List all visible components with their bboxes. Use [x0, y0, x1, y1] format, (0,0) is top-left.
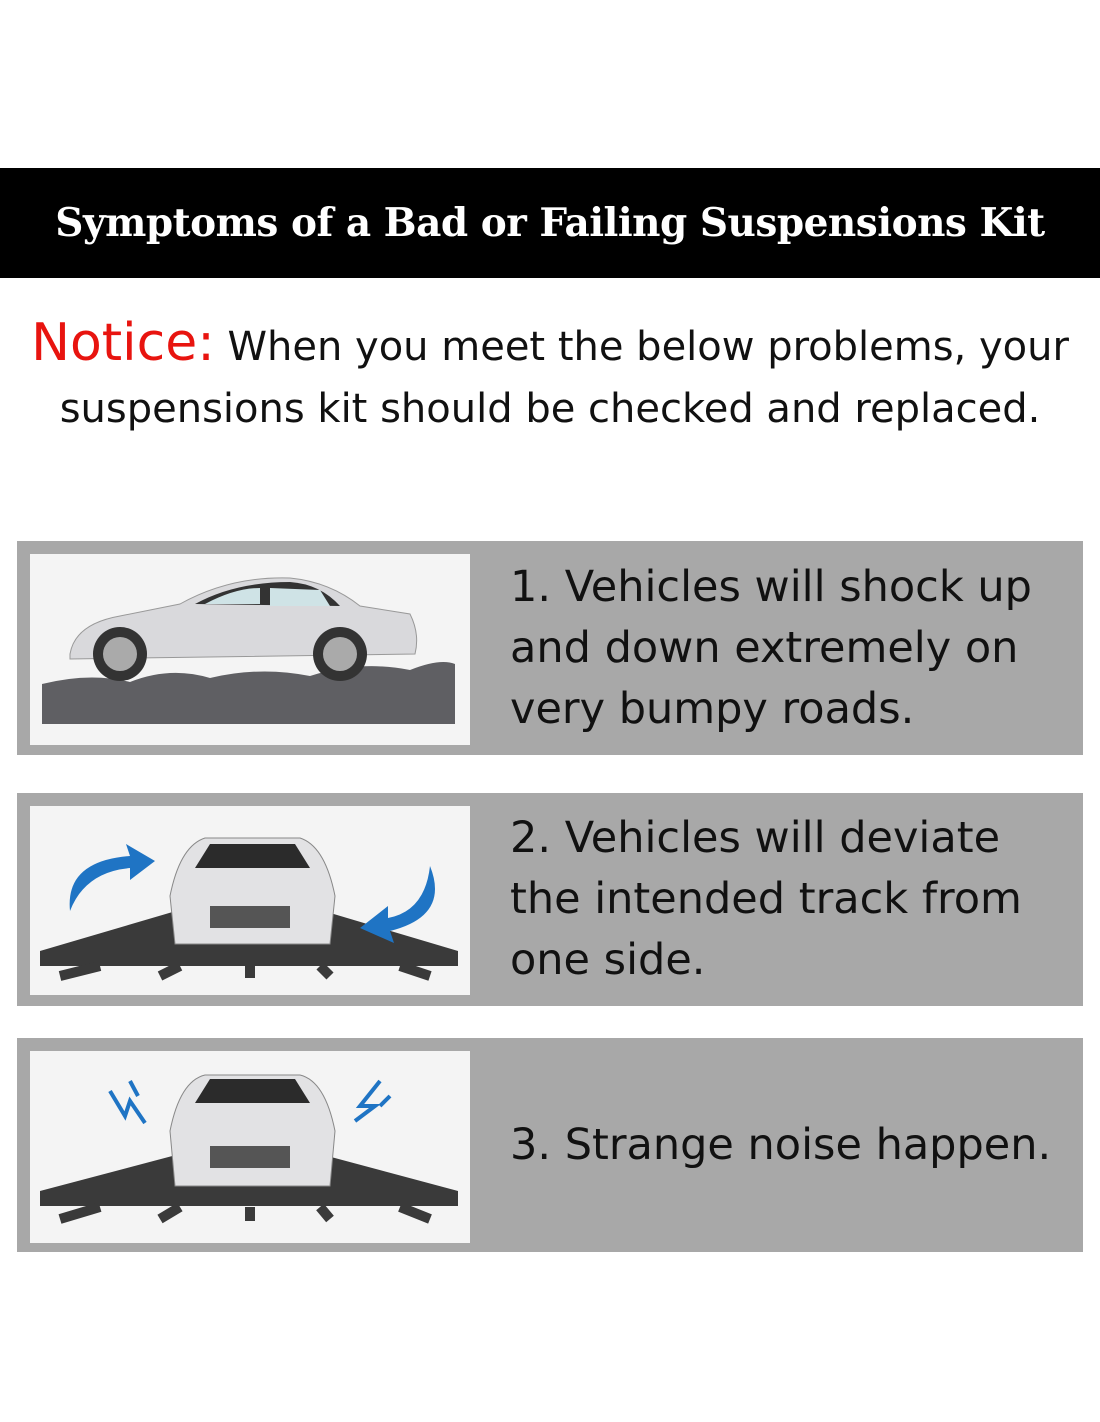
symptom-text-2: 2. Vehicles will deviate the intended tr… [510, 813, 1022, 985]
header-title: Symptoms of a Bad or Failing Suspensions… [55, 200, 1045, 246]
symptom-panel-2: 2. Vehicles will deviate the intended tr… [17, 793, 1083, 1006]
lightning-left-icon [108, 1080, 147, 1125]
arrow-right-icon [360, 866, 435, 943]
car-side-icon [42, 577, 455, 724]
car-deviate-image [30, 806, 470, 995]
symptom-panel-1: 1. Vehicles will shock up and down extre… [17, 541, 1083, 755]
car-deviate-icon [40, 837, 458, 981]
lightning-right-icon [353, 1079, 392, 1123]
header-banner: Symptoms of a Bad or Failing Suspensions… [0, 168, 1100, 278]
notice-label: Notice: [31, 313, 215, 373]
arrow-left-icon [69, 844, 155, 911]
notice-text: When you meet the below problems, your s… [59, 324, 1069, 432]
notice-paragraph: Notice: When you meet the below problems… [20, 312, 1080, 440]
car-bumpy-road-image [30, 554, 470, 745]
symptom-text-1: 1. Vehicles will shock up and down extre… [510, 561, 1032, 734]
symptom-text-3: 3. Strange noise happen. [510, 1119, 1052, 1170]
car-noise-icon [40, 1074, 458, 1224]
symptom-panel-3: 3. Strange noise happen. [17, 1038, 1083, 1252]
car-noise-image [30, 1051, 470, 1243]
